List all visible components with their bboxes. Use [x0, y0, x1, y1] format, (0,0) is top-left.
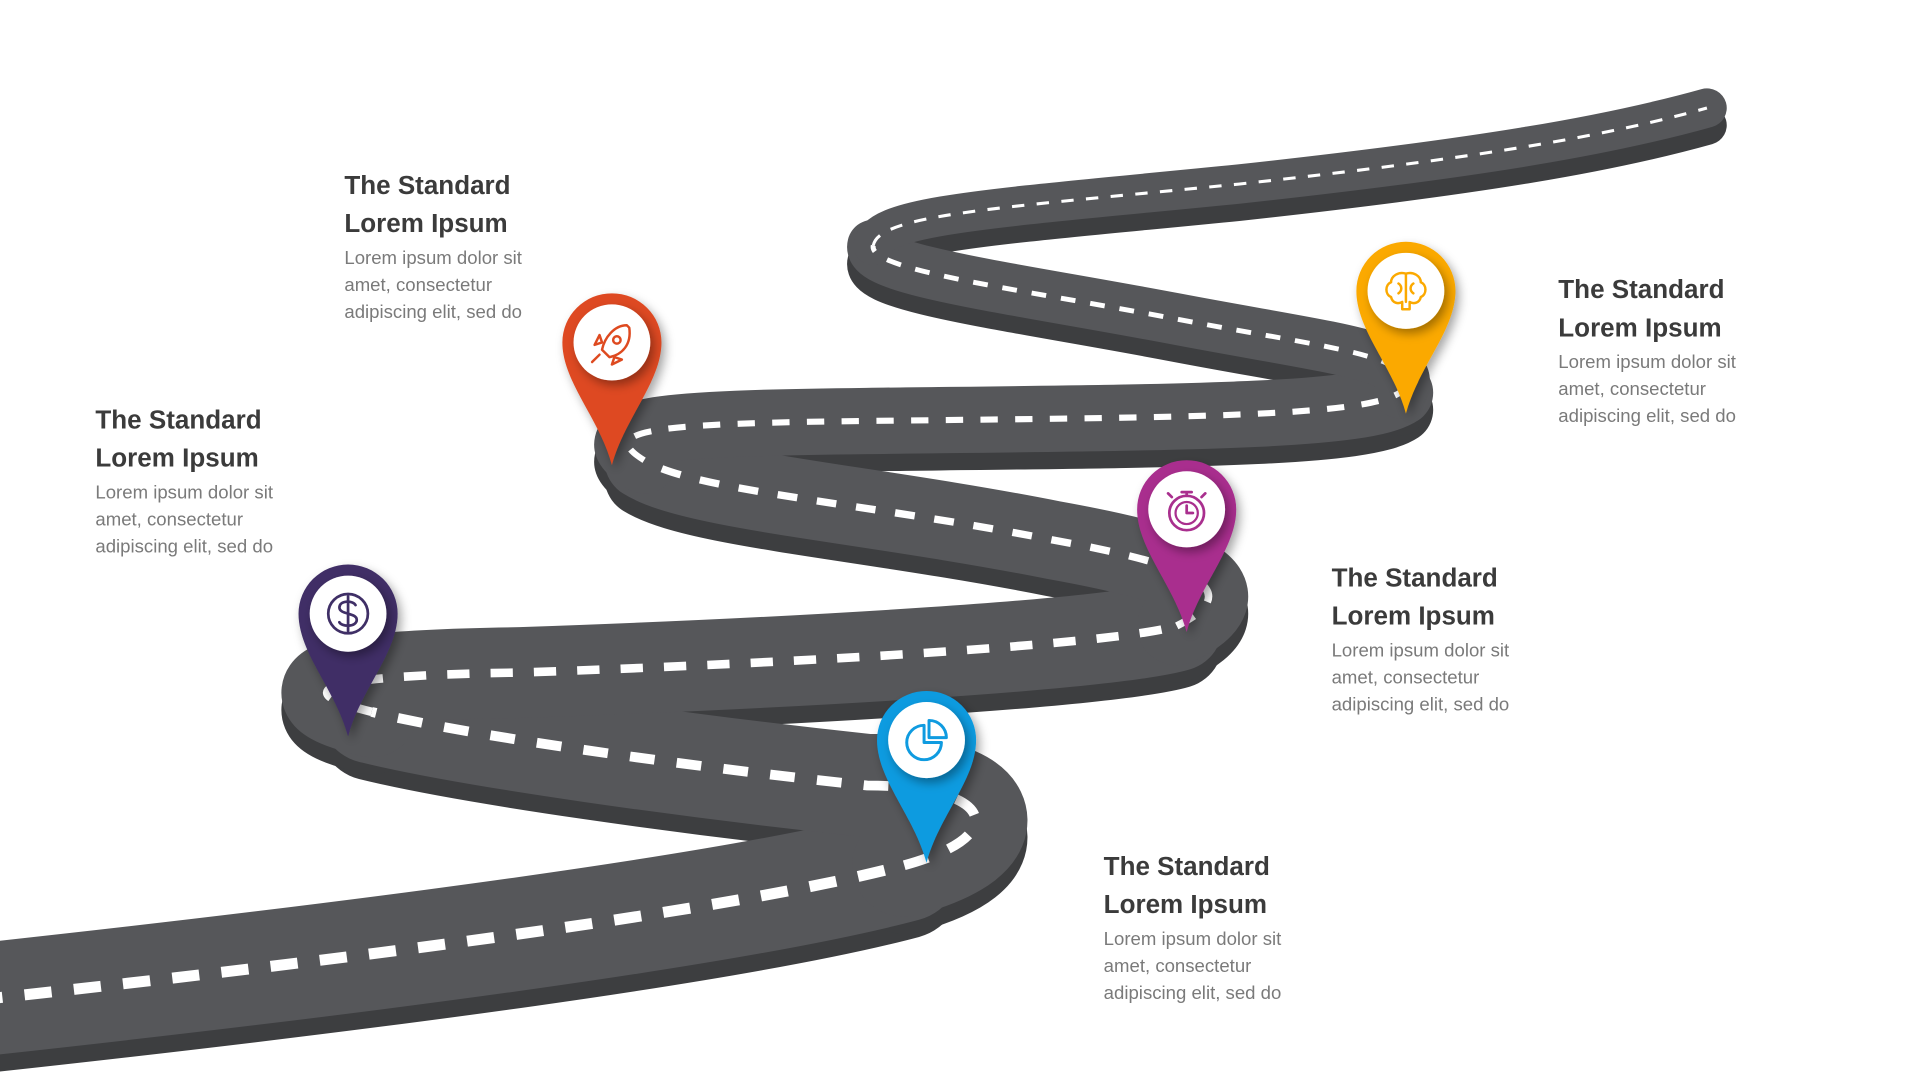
milestone-desc: amet, consectetur — [95, 509, 244, 531]
map-pin-1 — [298, 564, 398, 737]
road-center-dashes — [0, 859, 906, 1004]
milestone-5-text: The Standard Lorem Ipsum Lorem ipsum dol… — [1558, 271, 1736, 431]
milestone-3-text: The Standard Lorem Ipsum Lorem ipsum dol… — [1332, 560, 1510, 720]
milestone-desc: Lorem ipsum dolor sit — [95, 482, 273, 504]
milestone-desc: amet, consectetur — [344, 274, 493, 296]
milestone-subtitle: Lorem Ipsum — [1103, 891, 1268, 920]
milestone-desc: adipiscing elit, sed do — [1103, 983, 1282, 1004]
milestone-title: The Standard — [1331, 564, 1498, 593]
milestone-title: The Standard — [344, 171, 511, 201]
milestone-desc: Lorem ipsum dolor sit — [344, 247, 522, 269]
road-center-dashes — [642, 457, 1213, 630]
map-pin-4 — [562, 293, 662, 466]
milestone-desc: amet, consectetur — [1331, 667, 1480, 689]
milestone-desc: adipiscing elit, sed do — [1558, 406, 1736, 428]
dollar-icon — [326, 592, 370, 635]
milestone-subtitle: Lorem Ipsum — [1331, 602, 1495, 631]
milestone-subtitle: Lorem Ipsum — [344, 209, 508, 239]
milestone-desc: Lorem ipsum dolor sit — [1558, 352, 1736, 374]
map-pin-2 — [876, 690, 977, 863]
milestone-1-text: The Standard Lorem Ipsum Lorem ipsum dol… — [95, 401, 273, 561]
milestone-desc: adipiscing elit, sed do — [1331, 694, 1510, 716]
pie-chart-icon — [905, 718, 948, 762]
stopwatch-icon — [1166, 490, 1207, 532]
milestone-desc: Lorem ipsum dolor sit — [1331, 640, 1510, 662]
milestone-4-text: The Standard Lorem Ipsum Lorem ipsum dol… — [344, 167, 522, 327]
milestone-subtitle: Lorem Ipsum — [1558, 314, 1722, 343]
rocket-icon — [590, 324, 631, 366]
milestone-title: The Standard — [1103, 852, 1270, 882]
milestone-title: The Standard — [1558, 276, 1725, 305]
brain-icon — [1385, 271, 1427, 311]
road-segment — [853, 88, 1727, 266]
road-center-dashes — [625, 390, 1402, 463]
map-pin-5 — [1356, 241, 1456, 414]
milestone-desc: amet, consectetur — [1103, 956, 1252, 977]
road-center-dashes — [370, 707, 981, 870]
milestone-desc: adipiscing elit, sed do — [344, 301, 523, 323]
milestone-desc: amet, consectetur — [1558, 379, 1706, 401]
map-pin-3 — [1137, 460, 1237, 633]
milestone-title: The Standard — [95, 406, 262, 435]
milestone-2-text: The Standard Lorem Ipsum Lorem ipsum dol… — [1104, 848, 1282, 1008]
milestone-desc: Lorem ipsum dolor sit — [1103, 929, 1282, 950]
road-center-dashes — [871, 106, 1708, 246]
milestone-subtitle: Lorem Ipsum — [95, 444, 259, 473]
milestone-desc: adipiscing elit, sed do — [95, 536, 274, 558]
